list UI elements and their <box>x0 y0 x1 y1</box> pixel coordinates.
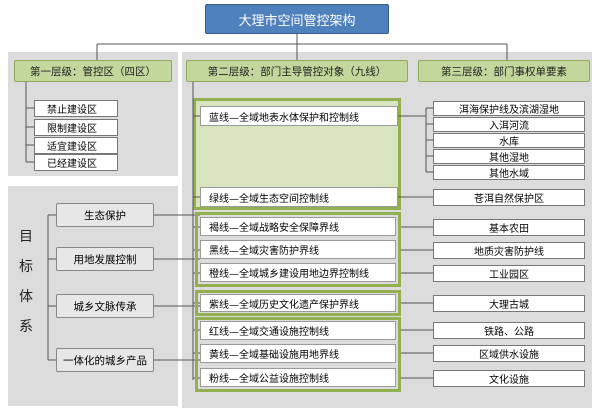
control-line-red: 红线—全域交通设施控制线 <box>200 321 396 340</box>
line-group-frame <box>195 212 401 287</box>
goal-label-char: 体 <box>19 289 33 305</box>
control-line-purple: 紫线—全域历史文化遗产保护界线 <box>200 294 396 312</box>
control-line-green: 绿线—全域生态空间控制线 <box>200 187 398 207</box>
control-line-blue: 蓝线—全域地表水体保护和控制线 <box>200 106 398 126</box>
control-line-orange: 橙线—全域城乡建设用地边界控制线 <box>200 263 396 282</box>
goal-label-char: 目 <box>19 229 33 245</box>
level1-header: 第一层级：管控区（四区） <box>14 60 172 82</box>
diagram-title: 大理市空间管控架构 <box>205 4 389 34</box>
line-group-frame <box>195 317 401 392</box>
element-box: 地质灾害防护线 <box>433 242 585 259</box>
element-box: 工业园区 <box>433 265 585 282</box>
control-line-black: 黑线—全域灾害防护界线 <box>200 240 396 259</box>
goal-item: 一体化的城乡产品 <box>56 348 154 372</box>
zone-box: 已经建设区 <box>34 154 118 171</box>
element-box: 铁路、公路 <box>433 322 585 339</box>
element-box: 入洱河流 <box>433 117 585 132</box>
level2-header: 第二层级：部门主导管控对象（九线） <box>186 60 408 82</box>
element-box: 洱海保护线及滨湖湿地 <box>433 101 585 116</box>
element-box: 大理古城 <box>433 295 585 312</box>
level3-header: 第三层级：部门事权单要素 <box>418 60 590 82</box>
control-line-pink: 粉线—全域公益设施控制线 <box>200 368 396 387</box>
element-box: 文化设施 <box>433 370 585 387</box>
control-line-yellow: 黄线—全域基础设施用地界线 <box>200 344 396 363</box>
goal-label-char: 标 <box>19 259 33 275</box>
zone-box: 适宜建设区 <box>34 137 118 154</box>
zone-box: 限制建设区 <box>34 119 118 136</box>
element-box: 区域供水设施 <box>433 345 585 362</box>
element-box: 水库 <box>433 133 585 148</box>
element-box: 苍洱自然保护区 <box>433 189 585 206</box>
zone-box: 禁止建设区 <box>34 100 118 117</box>
goal-item: 用地发展控制 <box>56 247 154 271</box>
control-line-brown: 褐线—全域战略安全保障界线 <box>200 217 396 236</box>
element-box: 基本农田 <box>433 219 585 236</box>
element-box: 其他水域 <box>433 165 585 180</box>
goal-label-char: 系 <box>19 319 33 335</box>
goal-item: 生态保护 <box>56 203 154 227</box>
line-group-frame <box>195 290 401 316</box>
element-box: 其他湿地 <box>433 149 585 164</box>
goal-item: 城乡文脉传承 <box>56 294 154 318</box>
